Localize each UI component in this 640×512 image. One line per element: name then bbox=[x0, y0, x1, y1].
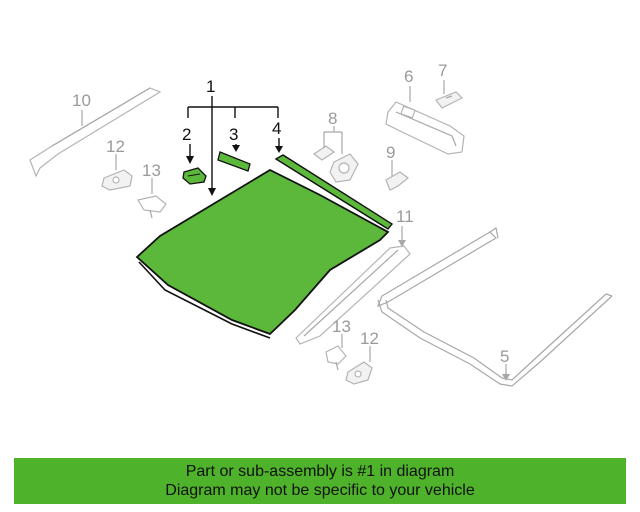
callout-5[interactable]: 5 bbox=[500, 347, 509, 366]
callout-2[interactable]: 2 bbox=[182, 125, 191, 144]
callout-9[interactable]: 9 bbox=[386, 143, 395, 162]
part-7-cover bbox=[435, 91, 464, 109]
part-12-clip-lower bbox=[345, 361, 373, 385]
parts-diagram: 1 2 3 4 5 6 7 8 9 10 11 12 12 13 13 bbox=[29, 61, 613, 387]
part-12-clip-upper bbox=[101, 169, 133, 191]
part-13-fastener-lower bbox=[325, 345, 347, 371]
leader-5 bbox=[502, 364, 510, 381]
callout-3[interactable]: 3 bbox=[229, 125, 238, 144]
callout-7[interactable]: 7 bbox=[438, 61, 447, 80]
part-9-clip bbox=[385, 171, 409, 191]
part-11-pillar-molding bbox=[295, 245, 411, 345]
callout-13-upper[interactable]: 13 bbox=[142, 161, 161, 180]
leader-11 bbox=[398, 226, 406, 247]
part-6-mirror bbox=[385, 101, 465, 155]
part-5-weatherstrip bbox=[376, 227, 613, 387]
callout-10[interactable]: 10 bbox=[72, 91, 91, 110]
callout-12-lower[interactable]: 12 bbox=[360, 329, 379, 348]
part-1-windshield bbox=[135, 168, 390, 339]
callout-13-lower[interactable]: 13 bbox=[332, 317, 351, 336]
banner-line-disclaimer: Diagram may not be specific to your vehi… bbox=[165, 482, 475, 499]
leader-8 bbox=[323, 126, 343, 154]
leader-lines-main bbox=[186, 96, 283, 196]
callout-1[interactable]: 1 bbox=[206, 77, 215, 96]
part-3-pad bbox=[217, 151, 251, 172]
part-4-molding-strip bbox=[274, 154, 394, 230]
banner-line-part: Part or sub-assembly is #1 in diagram bbox=[185, 463, 455, 480]
info-banner: Part or sub-assembly is #1 in diagram Di… bbox=[14, 458, 626, 504]
callout-12-upper[interactable]: 12 bbox=[106, 137, 125, 156]
callout-6[interactable]: 6 bbox=[404, 67, 413, 86]
part-10-roof-molding bbox=[29, 87, 162, 178]
callout-11[interactable]: 11 bbox=[396, 207, 414, 226]
callout-4[interactable]: 4 bbox=[272, 119, 281, 138]
part-13-fastener-upper bbox=[137, 195, 167, 219]
part-2-bracket bbox=[182, 167, 207, 185]
callout-8[interactable]: 8 bbox=[328, 109, 337, 128]
part-8-sensor bbox=[312, 145, 359, 183]
